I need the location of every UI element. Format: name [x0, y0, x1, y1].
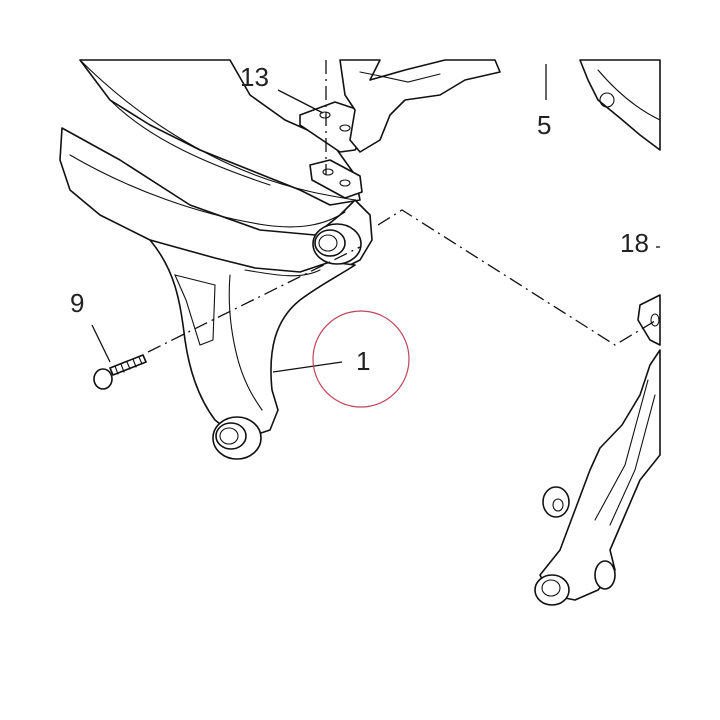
callout-1: 1 [356, 346, 370, 376]
highlight-circle [312, 310, 410, 408]
bracket [299, 59, 501, 199]
leader-9 [91, 324, 111, 363]
callout-18: 18 [620, 228, 649, 258]
callout-13: 13 [240, 62, 269, 92]
assembly-path-line [377, 209, 661, 346]
subframe [59, 59, 373, 281]
callout-9: 9 [70, 288, 84, 318]
bolt-axis-line [147, 246, 361, 353]
bolt [93, 354, 147, 390]
leader-1 [272, 361, 343, 373]
control-arm [149, 223, 362, 460]
leader-13 [277, 89, 324, 114]
right-assembly [534, 59, 661, 606]
callout-5: 5 [537, 110, 551, 140]
